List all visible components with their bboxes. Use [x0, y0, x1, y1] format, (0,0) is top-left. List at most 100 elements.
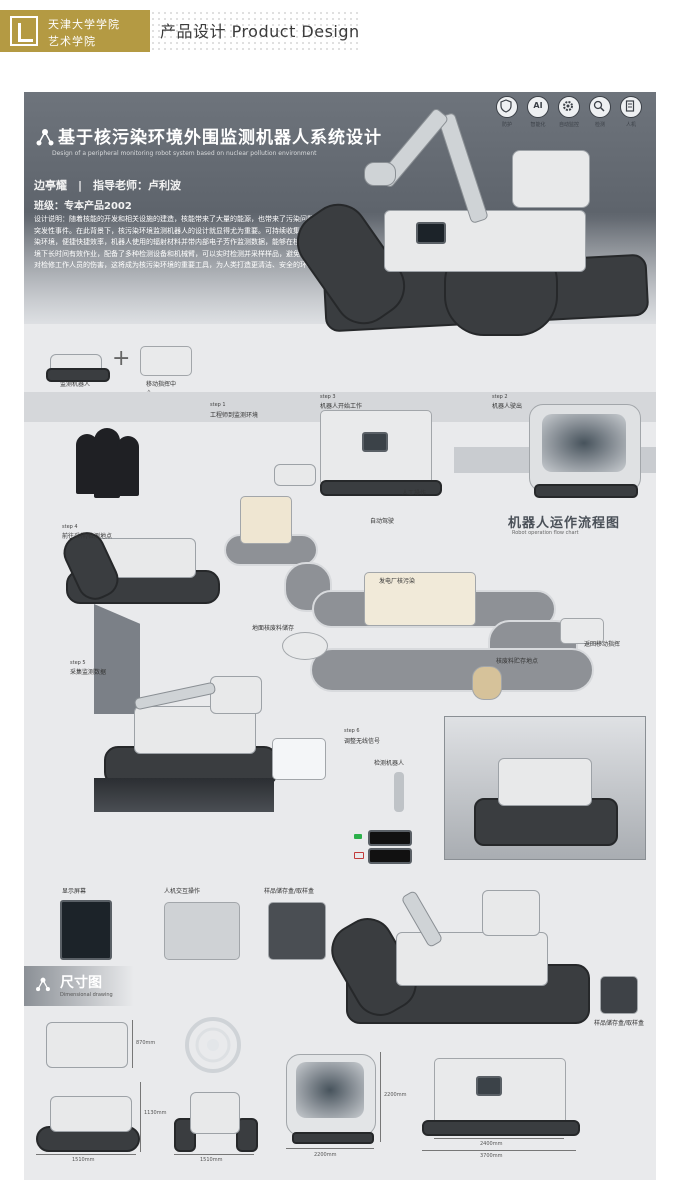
step1-tag: step 1	[210, 402, 226, 408]
robot-gripper	[364, 162, 396, 186]
small-unit	[560, 618, 604, 644]
dim-w4: 2400mm	[480, 1141, 503, 1147]
dim-h3: 2200mm	[384, 1092, 407, 1098]
detail-screen-image	[60, 900, 112, 960]
dim-side-body	[50, 1096, 132, 1132]
robot-leg-figure	[394, 772, 404, 812]
flow-return-label: 返回移动指挥	[584, 641, 621, 648]
detail-robot-head	[482, 890, 540, 936]
flow-storage-label: 核废料贮存地点	[496, 658, 539, 665]
step2-label: 机器人驶出	[492, 403, 523, 410]
detail-hand-label: 人机交互操作	[164, 888, 201, 895]
robot-head	[512, 150, 590, 208]
dim-h2: 1130mm	[144, 1110, 167, 1116]
dim-front-track-right	[236, 1118, 258, 1152]
feature-label: 人机	[625, 122, 636, 128]
flow-auto-label: 自动驾驶	[370, 518, 395, 525]
step6-label: 调整无线信号	[344, 738, 381, 745]
dimension-header-band	[24, 966, 134, 1006]
step4-label: 前往采样/检测地点	[62, 533, 113, 540]
poster-title: 基于核污染环境外围监测机器人系统设计	[58, 128, 382, 148]
page-header: 天津大学学院 艺术学院 产品设计 Product Design	[0, 0, 680, 62]
step1-label: 工程师到监测环境	[210, 412, 259, 419]
header-title: 产品设计 Product Design	[160, 22, 360, 41]
monitor-ui-card	[272, 738, 326, 780]
document-icon	[620, 96, 642, 118]
detail-sample-label: 样品储存盒/取样盒	[264, 888, 315, 895]
school-logo: 天津大学学院 艺术学院	[0, 10, 150, 52]
dim-vehicle-panel	[476, 1076, 502, 1096]
interior-robot-body	[498, 758, 592, 806]
dimension-subtitle: Dimensional drawing	[60, 992, 113, 998]
signal-good-display	[368, 830, 412, 846]
small-robot-exit	[274, 464, 316, 486]
step5-robot-body	[134, 706, 256, 754]
plus-icon: +	[112, 346, 131, 371]
hero-panel: 基于核污染环境外围监测机器人系统设计 Design of a periphera…	[24, 92, 656, 337]
dim-vehicle-window	[296, 1062, 364, 1118]
vehicle-track	[320, 480, 442, 496]
feature-ai: AI 智能化	[523, 96, 553, 128]
battery-full-icon	[354, 834, 362, 839]
plant-building	[240, 496, 292, 544]
detail-screen-label: 显示屏幕	[62, 888, 87, 895]
step5-tag: step 5	[70, 660, 86, 666]
nuclear-plant	[364, 572, 476, 626]
step-divider-stripe	[94, 604, 140, 714]
dim-w5: 3700mm	[480, 1153, 503, 1159]
flow-subtitle: Robot operation flow chart	[512, 530, 579, 536]
shield-icon	[496, 96, 518, 118]
dim-front-body	[190, 1092, 240, 1134]
sample-box-image	[600, 976, 638, 1014]
flow-pool-label: 地面核废料储存	[252, 625, 295, 632]
combo-label-robot: 监测机器人	[60, 381, 91, 388]
author-line: 边亭耀 | 指导老师：卢利波	[34, 179, 182, 192]
detail-hand-image	[164, 902, 240, 960]
dim-h1: 870mm	[136, 1040, 156, 1046]
gear-icon	[558, 96, 580, 118]
class-line: 班级：专本产品2002	[34, 201, 132, 212]
design-description: 设计说明：随着核能的开发和相关设施的建造，核能带来了大量的能源，也带来了污染问题…	[34, 215, 321, 269]
signal-bad-display	[368, 848, 412, 864]
flow-charge-label: 检测机器人	[374, 760, 405, 767]
dot-pattern	[150, 10, 360, 52]
feature-shield: 防护	[492, 96, 522, 128]
step6-tag: step 6	[344, 728, 360, 734]
feature-gear: 自动监控	[554, 96, 584, 128]
feature-label: 检测	[594, 122, 605, 128]
dim-vehicle-front-track	[292, 1132, 374, 1144]
step5-robot-head	[210, 676, 262, 714]
ground-shadow	[94, 778, 274, 812]
robot-arm-lower	[437, 111, 489, 225]
dim-vehicle-side-track	[422, 1120, 580, 1136]
logo-line-2: 艺术学院	[48, 35, 96, 48]
dim-vehicle-side	[434, 1058, 566, 1126]
feature-document: 人机	[616, 96, 646, 128]
step3-tag: step 3	[320, 394, 336, 400]
target-circle-icon	[185, 1017, 241, 1073]
poster-subtitle: Design of a peripheral monitoring robot …	[52, 150, 317, 157]
flow-title: 机器人运作流程图	[508, 516, 621, 531]
cooling-tower	[472, 666, 502, 700]
molecule-icon	[36, 129, 54, 146]
step3-label: 机器人开始工作	[320, 403, 363, 410]
feature-label: 智能化	[530, 122, 546, 128]
feature-label: 防护	[501, 122, 512, 128]
feature-icons: 防护 AI 智能化 自动监控 检测	[492, 96, 650, 138]
ai-icon: AI	[527, 96, 549, 118]
detail-robot-body	[396, 932, 548, 986]
combo-vehicle	[140, 346, 192, 376]
dim-w3: 2200mm	[314, 1152, 337, 1158]
logo-mark-icon	[10, 16, 38, 46]
battery-low-icon	[354, 852, 364, 859]
road-segment-1	[224, 534, 318, 566]
storage-tanks	[282, 632, 328, 660]
detail-sample-image	[268, 902, 326, 960]
step2-tag: step 2	[492, 394, 508, 400]
vehicle-window	[542, 414, 626, 472]
feature-search: 检测	[585, 96, 615, 128]
dimension-title: 尺寸图	[60, 975, 102, 991]
search-icon	[589, 96, 611, 118]
vehicle-panel	[362, 432, 388, 452]
